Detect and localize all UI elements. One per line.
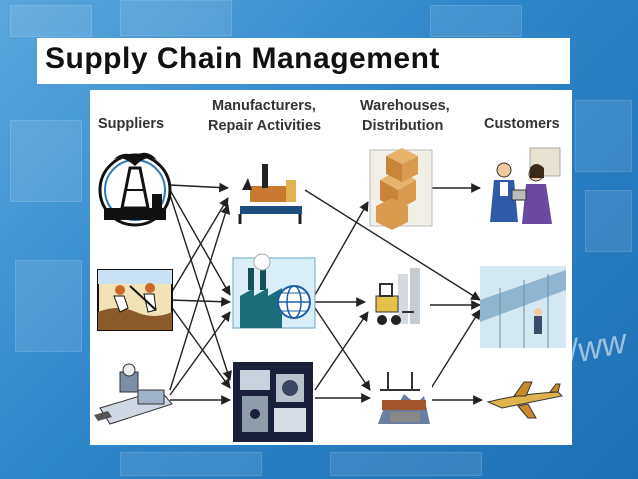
oil-rig-icon xyxy=(235,164,305,224)
arrow xyxy=(429,309,481,391)
slide-title: Supply Chain Management xyxy=(45,42,440,75)
airplane-icon xyxy=(484,372,564,426)
office-building-icon xyxy=(480,266,566,348)
supplier-arrows xyxy=(169,182,232,405)
bg-tile xyxy=(120,452,262,476)
bg-tile xyxy=(10,5,92,37)
arrow xyxy=(169,189,231,296)
diagram-panel: Suppliers Manufacturers, Repair Activiti… xyxy=(90,90,572,445)
boxes-icon xyxy=(369,148,433,230)
business-people-icon xyxy=(485,147,565,232)
warehouse-arrows xyxy=(429,183,483,405)
bg-tile xyxy=(575,100,632,172)
header-warehouses: Warehouses, xyxy=(360,98,450,114)
arrow xyxy=(304,189,481,301)
arrow xyxy=(314,201,369,296)
machine-shop-icon xyxy=(233,362,313,442)
arrow xyxy=(169,182,229,193)
bg-tile xyxy=(15,260,82,352)
port-crane-icon xyxy=(374,370,432,430)
header-repair-activities: Repair Activities xyxy=(208,118,321,134)
arrow xyxy=(314,311,369,391)
farmers-field-icon xyxy=(97,269,173,331)
bg-tile xyxy=(430,5,522,37)
bg-tile xyxy=(585,190,632,252)
bg-tile xyxy=(120,0,232,36)
forklift-icon xyxy=(374,268,426,328)
mining-machine-icon xyxy=(94,363,173,425)
bg-tile xyxy=(10,120,82,202)
arrow xyxy=(169,197,229,296)
arrow xyxy=(169,311,231,396)
manufacturer-arrows xyxy=(304,189,481,403)
header-distribution: Distribution xyxy=(362,118,443,134)
arrow xyxy=(169,194,232,381)
bg-tile xyxy=(330,452,482,476)
header-manufacturers: Manufacturers, xyxy=(212,98,316,114)
arrow xyxy=(169,296,231,307)
arrow xyxy=(169,304,231,389)
header-suppliers: Suppliers xyxy=(98,116,164,132)
header-customers: Customers xyxy=(484,116,560,132)
arrow xyxy=(169,204,231,391)
oil-well-icon xyxy=(98,152,172,227)
title-band xyxy=(37,38,570,84)
supply-chain-diagram: Suppliers Manufacturers, Repair Activiti… xyxy=(94,98,566,442)
factory-globe-icon xyxy=(232,253,316,329)
